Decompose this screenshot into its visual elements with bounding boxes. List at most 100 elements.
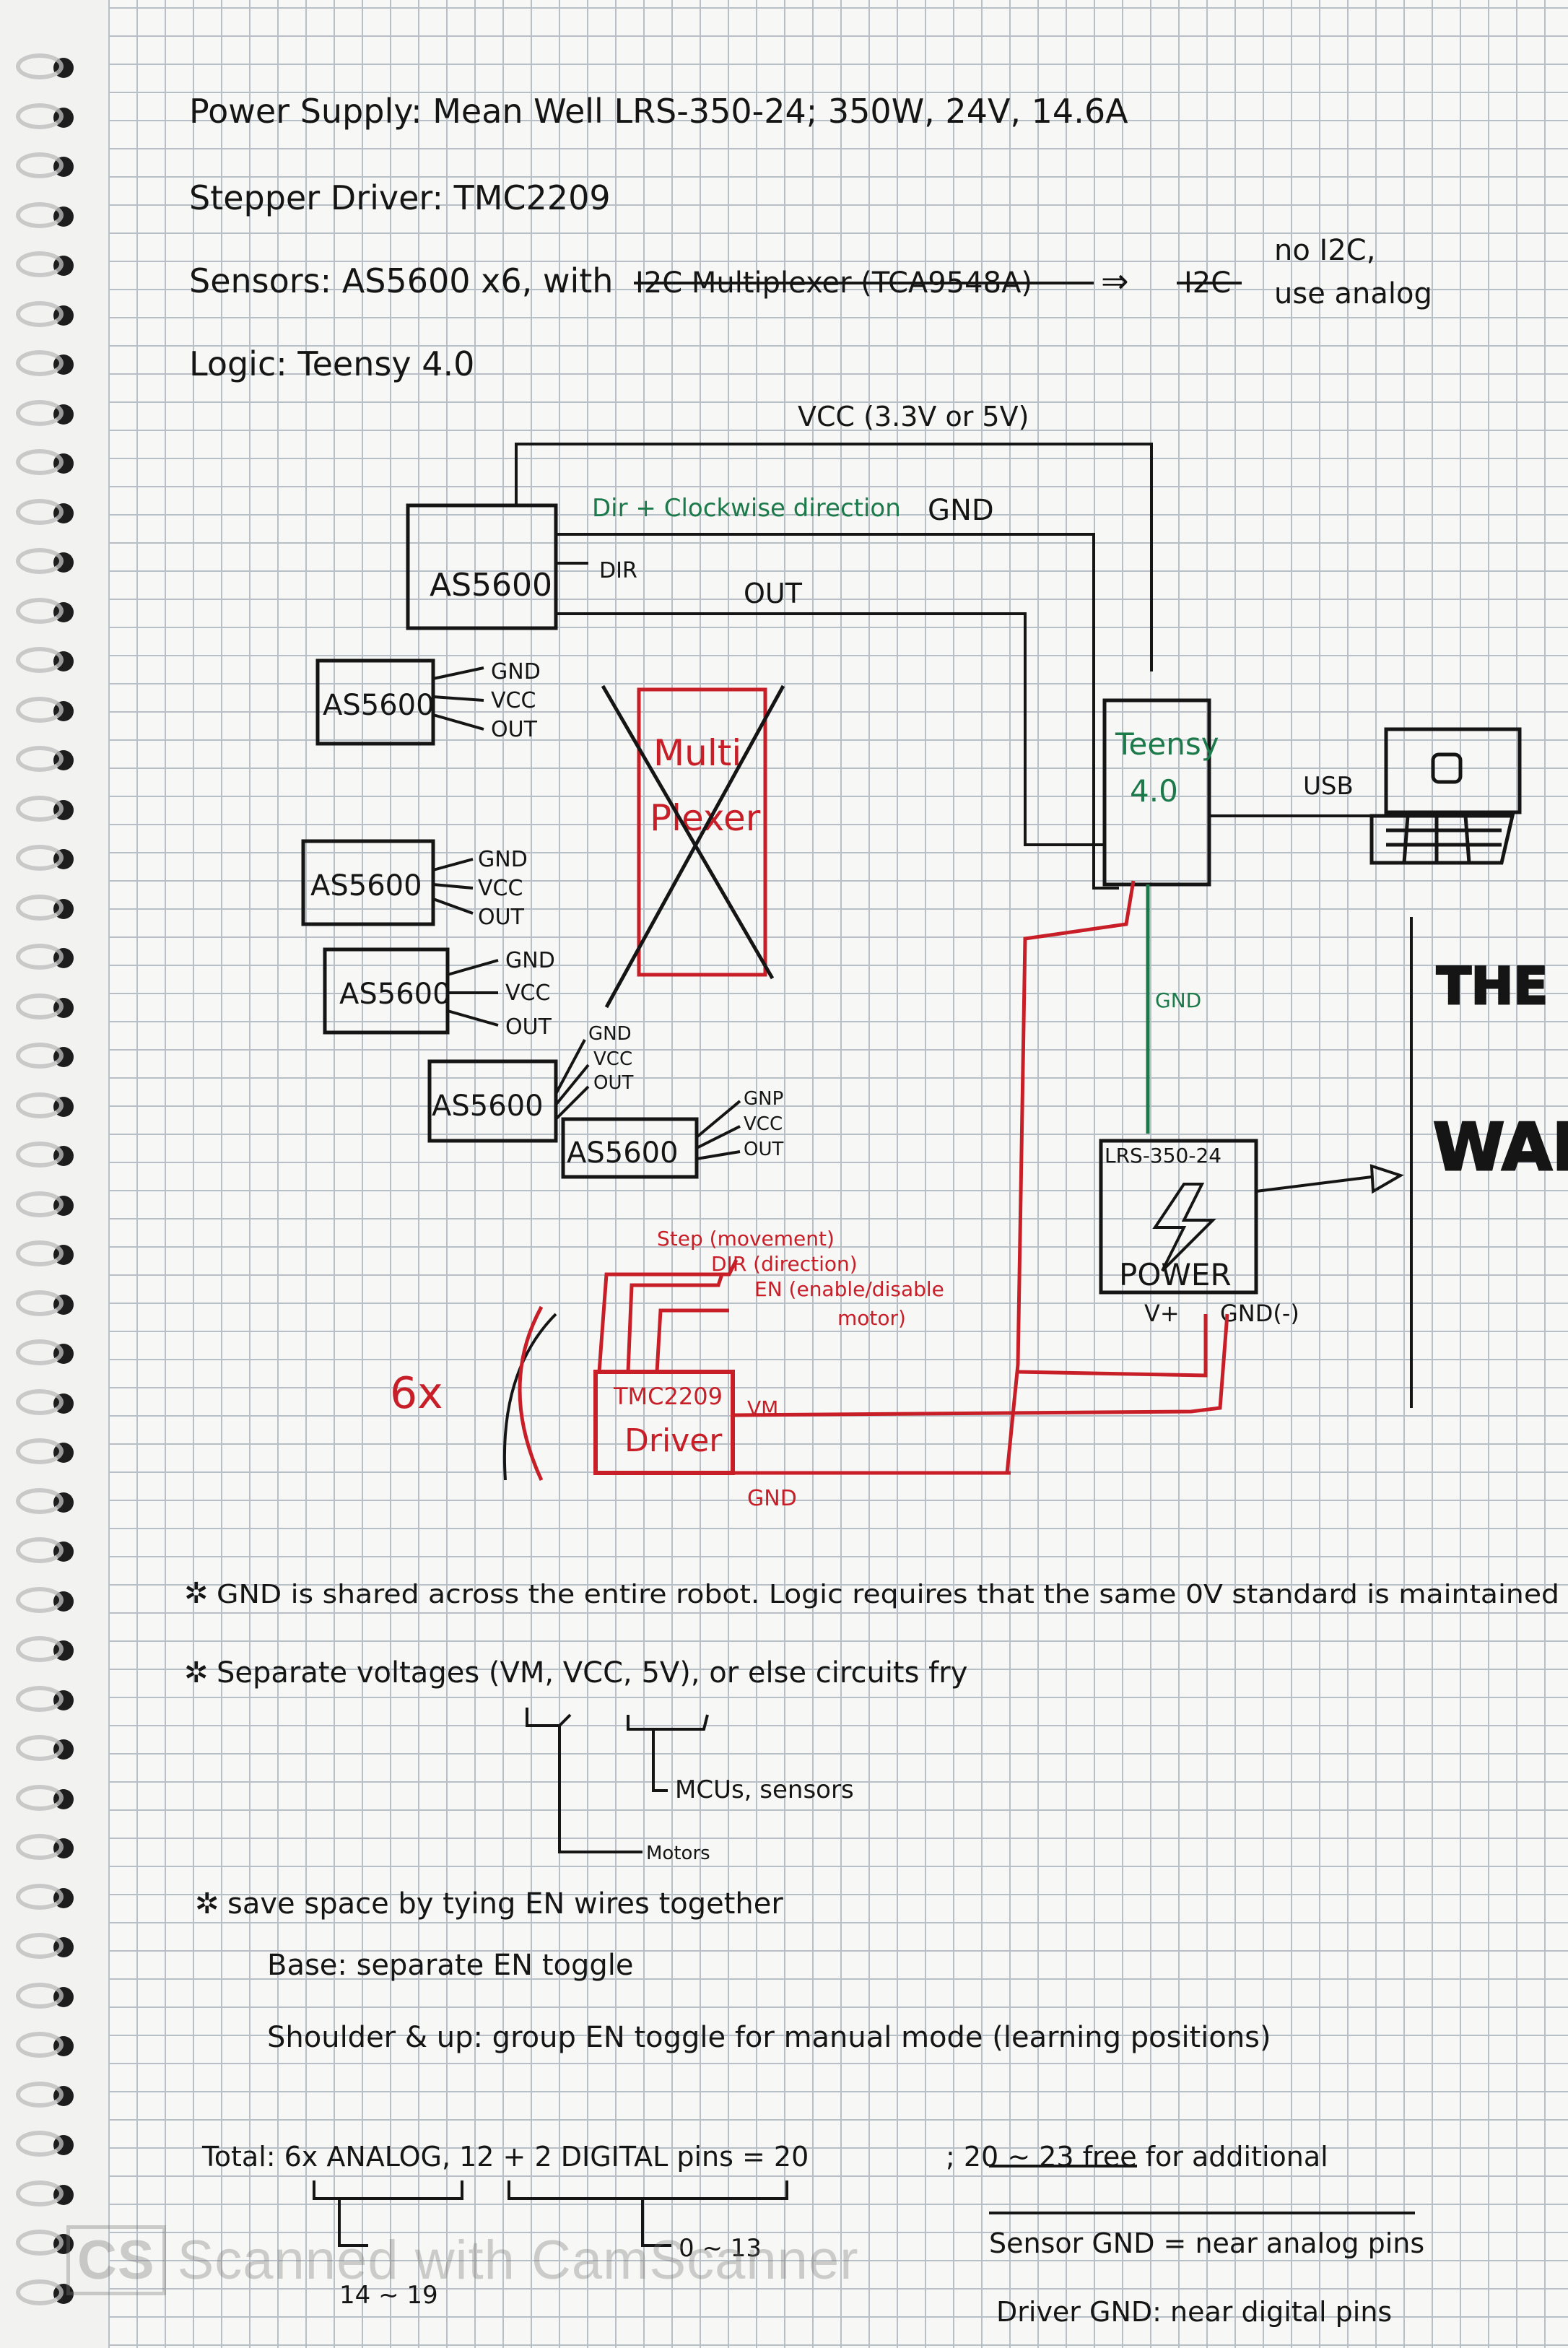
svg-text:GNP: GNP bbox=[744, 1088, 783, 1110]
spiral-ring bbox=[10, 2277, 82, 2311]
out-label: OUT bbox=[744, 578, 803, 609]
dir-label: DIR bbox=[599, 558, 637, 583]
red-teensy-wire bbox=[1005, 880, 1136, 1474]
no-i2c-note: no I2C, bbox=[1274, 234, 1375, 267]
spiral-ring bbox=[10, 793, 82, 827]
multiplexer-label-1: Multi bbox=[653, 732, 741, 774]
step-wire bbox=[597, 1258, 739, 1373]
svg-text:VCC: VCC bbox=[744, 1113, 783, 1135]
spiral-ring bbox=[10, 2227, 82, 2261]
spiral-ring bbox=[10, 1831, 82, 1866]
spiral-ring bbox=[10, 496, 82, 531]
spiral-ring bbox=[10, 644, 82, 679]
spiral-ring bbox=[10, 149, 82, 184]
spiral-ring bbox=[10, 51, 82, 85]
svg-text:AS5600: AS5600 bbox=[323, 689, 435, 722]
analog-range: 14 ~ 19 bbox=[339, 2281, 438, 2310]
spiral-ring bbox=[10, 694, 82, 729]
note3-text: save space by tying EN wires together bbox=[227, 1887, 783, 1921]
spiral-ring bbox=[10, 1040, 82, 1074]
wall-arrowhead bbox=[1369, 1164, 1404, 1194]
spiral-ring bbox=[10, 1534, 82, 1569]
red-bracket bbox=[518, 1305, 544, 1482]
spiral-binding bbox=[0, 0, 108, 2348]
teensy-label-2: 4.0 bbox=[1130, 773, 1178, 809]
sensor-unit-1: AS5600 GND VCC OUT bbox=[315, 658, 541, 746]
spiral-ring bbox=[10, 1336, 82, 1371]
sensor-top-label: AS5600 bbox=[430, 567, 552, 604]
svg-text:OUT: OUT bbox=[491, 717, 538, 742]
svg-text:VCC: VCC bbox=[491, 688, 536, 713]
driver-label-1: TMC2209 bbox=[613, 1383, 723, 1410]
power-wall-wire bbox=[1255, 1175, 1372, 1193]
svg-text:AS5600: AS5600 bbox=[432, 1090, 544, 1123]
sensor-unit-3: AS5600 GND VCC OUT bbox=[323, 947, 555, 1040]
out-wire bbox=[556, 612, 1105, 846]
sensor-unit-4: AS5600 GND VCC OUT bbox=[427, 1023, 633, 1143]
spiral-ring bbox=[10, 2079, 82, 2113]
svg-text:GND: GND bbox=[505, 948, 555, 973]
spiral-ring bbox=[10, 1584, 82, 1619]
spiral-ring bbox=[10, 1633, 82, 1668]
spiral-ring bbox=[10, 991, 82, 1025]
digital-range: 0 ~ 13 bbox=[679, 2234, 762, 2263]
gnd-top-label: GND bbox=[928, 494, 994, 527]
note1-text: GND is shared across the entire robot. L… bbox=[217, 1580, 1559, 1609]
svg-text:OUT: OUT bbox=[505, 1014, 552, 1040]
svg-text:OUT: OUT bbox=[593, 1072, 633, 1094]
gnd-wire-top bbox=[556, 533, 1119, 890]
power-model-label: LRS-350-24 bbox=[1105, 1144, 1221, 1168]
wall-label-1: THE bbox=[1437, 957, 1548, 1016]
note2-tree-left bbox=[526, 1708, 643, 1853]
driver-gnd-note: Driver GND: near digital pins bbox=[996, 2296, 1392, 2328]
spiral-ring bbox=[10, 1930, 82, 1965]
usb-label: USB bbox=[1303, 772, 1354, 801]
svg-text:GND: GND bbox=[478, 847, 528, 872]
step-label: Step (movement) bbox=[657, 1227, 835, 1251]
spiral-ring bbox=[10, 397, 82, 432]
spiral-ring bbox=[10, 545, 82, 580]
svg-text:OUT: OUT bbox=[744, 1139, 783, 1160]
spiral-ring bbox=[10, 248, 82, 283]
multiplexer-box bbox=[637, 687, 767, 977]
spiral-ring bbox=[10, 1782, 82, 1817]
cross-line-2 bbox=[604, 684, 785, 1009]
bracket-top bbox=[502, 1313, 557, 1481]
note2-branch-mcus: MCUs, sensors bbox=[675, 1775, 854, 1804]
camscanner-logo: CS bbox=[66, 2225, 166, 2295]
spiral-ring bbox=[10, 1188, 82, 1223]
total-line: Total: 6x ANALOG, 12 + 2 DIGITAL pins = … bbox=[201, 2141, 809, 2173]
spiral-ring bbox=[10, 1386, 82, 1421]
gnd-mid-label: GND bbox=[1155, 988, 1201, 1012]
en-label-2: motor) bbox=[837, 1306, 906, 1330]
spiral-ring bbox=[10, 1485, 82, 1520]
vm-label: VM bbox=[747, 1396, 778, 1420]
note3-star: ✲ bbox=[195, 1887, 219, 1921]
sensor5-leads bbox=[695, 1100, 741, 1160]
dir-signal-wire bbox=[626, 1274, 724, 1373]
power-gnd-label: GND(-) bbox=[1220, 1300, 1299, 1327]
sensor-box-top bbox=[406, 503, 558, 630]
spiral-ring bbox=[10, 1881, 82, 1916]
spiral-ring bbox=[10, 1980, 82, 2014]
multiplexer-label-2: Plexer bbox=[650, 797, 761, 839]
spiral-ring bbox=[10, 743, 82, 778]
watermark-text: Scanned with CamScanner bbox=[177, 2230, 859, 2291]
vplus-wire bbox=[1017, 1314, 1208, 1378]
svg-text:VCC: VCC bbox=[505, 980, 550, 1006]
vcc-label: VCC (3.3V or 5V) bbox=[798, 401, 1029, 432]
svg-text:AS5600: AS5600 bbox=[310, 869, 422, 903]
digital-brace bbox=[508, 2180, 788, 2247]
svg-text:GND: GND bbox=[491, 659, 541, 684]
sensor-gnd-note: Sensor GND = near analog pins bbox=[989, 2227, 1424, 2259]
spiral-ring bbox=[10, 1732, 82, 1767]
spiral-ring bbox=[10, 446, 82, 481]
en-label: EN (enable/disable bbox=[754, 1277, 944, 1301]
svg-text:AS5600: AS5600 bbox=[567, 1136, 679, 1170]
sensor1-leads bbox=[432, 666, 484, 731]
sensor-unit-5: AS5600 GNP VCC OUT bbox=[561, 1088, 783, 1179]
spiral-ring bbox=[10, 2128, 82, 2162]
